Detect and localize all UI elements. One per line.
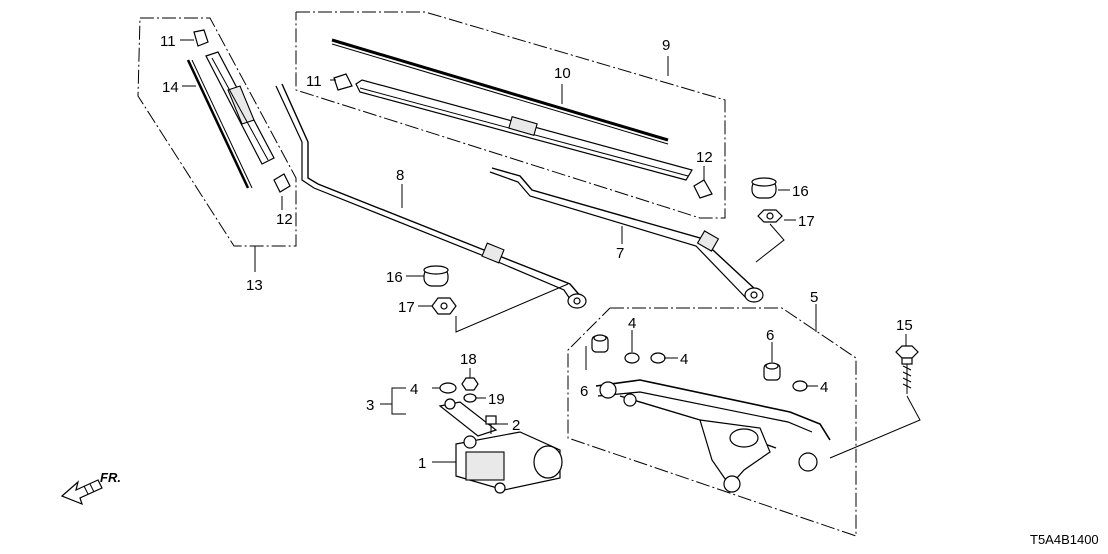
washer-4-motor	[439, 382, 457, 394]
callout-18: 18	[460, 351, 477, 368]
washer-4c	[792, 380, 808, 392]
grommet-6b	[763, 362, 781, 381]
cap-16a	[751, 177, 777, 199]
callout-17: 17	[798, 213, 815, 230]
crank-arm-3	[438, 398, 498, 437]
motor-1	[455, 431, 563, 494]
callout-10: 10	[554, 65, 571, 82]
linkage-5	[595, 379, 831, 493]
callout-6: 6	[580, 383, 588, 400]
callout-3: 3	[366, 397, 374, 414]
callout-4: 4	[680, 351, 688, 368]
end-cap-11a	[193, 29, 209, 47]
callout-4: 4	[410, 381, 418, 398]
nut-17a	[757, 209, 783, 223]
wiper-arm-8	[275, 83, 587, 309]
callout-9: 9	[662, 37, 670, 54]
callout-4: 4	[820, 379, 828, 396]
bolt-2	[485, 415, 497, 434]
callout-8: 8	[396, 167, 404, 184]
callout-14: 14	[162, 79, 179, 96]
callout-13: 13	[246, 277, 263, 294]
pointer-15-linkage	[829, 395, 921, 459]
callout-5: 5	[810, 289, 818, 306]
callout-17: 17	[398, 299, 415, 316]
group-13-outline	[137, 17, 297, 272]
blade-9	[331, 38, 669, 145]
direction-label: FR.	[100, 470, 121, 485]
end-cap-11b	[333, 73, 353, 91]
callout-1: 1	[418, 455, 426, 472]
blade-10	[355, 79, 693, 181]
callout-19: 19	[488, 391, 505, 408]
refill-14	[186, 59, 253, 189]
callout-16: 16	[386, 269, 403, 286]
nut-18	[461, 377, 479, 391]
washer-19	[463, 393, 477, 403]
callout-2: 2	[512, 417, 520, 434]
callout-11: 11	[306, 73, 322, 90]
callout-labels: 11 14 12 13 11 9 10 12 16 17 8 7 16 17 5…	[160, 33, 913, 472]
end-cap-12a	[273, 173, 291, 193]
group-5-outline	[567, 307, 857, 537]
pointer-17b-arm8	[455, 283, 569, 333]
callout-11: 11	[160, 33, 176, 50]
cap-16b	[423, 265, 449, 287]
callout-7: 7	[616, 245, 624, 262]
front-direction-arrow-icon	[60, 479, 103, 506]
callout-4: 4	[628, 315, 636, 332]
group-9-outline	[295, 11, 726, 219]
callout-12: 12	[696, 149, 713, 166]
washer-4b	[650, 352, 666, 364]
end-cap-12b	[693, 179, 713, 199]
callout-15: 15	[896, 317, 913, 334]
blade-left-group	[205, 51, 275, 165]
leader-lines	[180, 39, 907, 463]
bolt-15	[895, 345, 919, 394]
nut-17b	[431, 297, 457, 315]
callout-16: 16	[792, 183, 809, 200]
pointer-17a-arm7	[755, 223, 785, 263]
wiper-arm-7	[489, 167, 764, 303]
grommet-6a	[591, 334, 609, 353]
diagram-code: T5A4B1400	[1030, 532, 1099, 547]
callout-12: 12	[276, 211, 293, 228]
callout-6: 6	[766, 327, 774, 344]
washer-4a	[624, 352, 640, 364]
